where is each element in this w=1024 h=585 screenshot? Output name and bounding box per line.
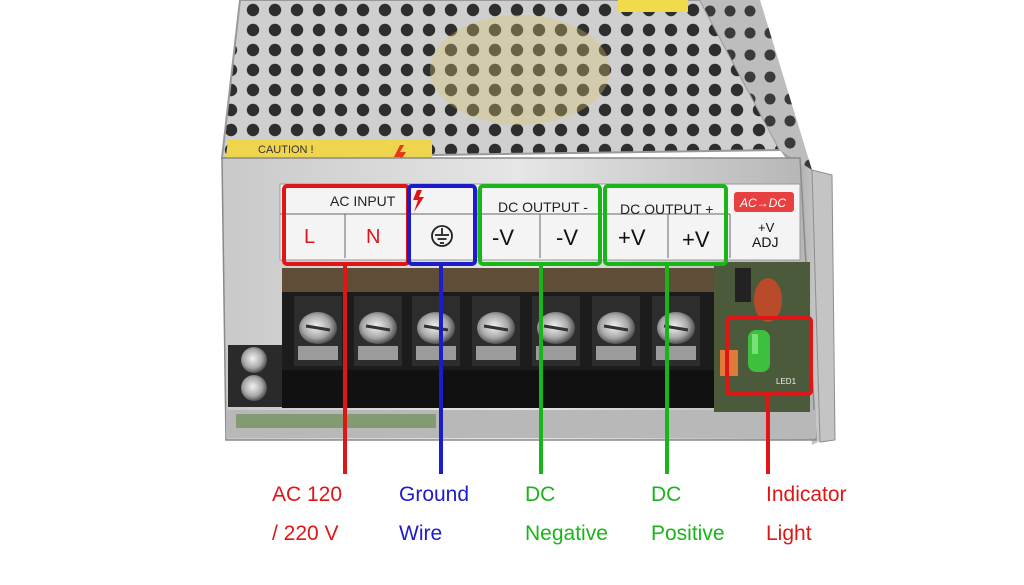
mounting-screw: [228, 345, 282, 407]
terminal-screws: [294, 296, 700, 366]
indicator-callout: Indicator Light: [766, 484, 847, 544]
terminal-screw[interactable]: [592, 296, 640, 366]
ac-callout-line2: / 220 V: [272, 522, 339, 545]
terminal-n: N: [366, 226, 380, 248]
terminal-screw[interactable]: [294, 296, 342, 366]
dc-positive-callout: DC Positive: [651, 484, 725, 544]
ac-dc-badge-text: AC→DC: [739, 196, 786, 210]
led-label: LED1: [776, 377, 797, 386]
lightning-icon: [413, 190, 424, 212]
caution-text: CAUTION !: [258, 144, 314, 156]
dc-negative-callout: DC Negative: [525, 484, 608, 544]
dc-negative-callout-line1: DC: [525, 483, 556, 506]
dc-positive-callout-line1: DC: [651, 483, 682, 506]
terminal-pos-2: +V: [682, 227, 710, 252]
ground-callout-line2: Wire: [399, 522, 443, 545]
terminal-screw[interactable]: [472, 296, 520, 366]
terminal-screw[interactable]: [354, 296, 402, 366]
ac-input-label: AC INPUT: [330, 193, 396, 209]
adj-top: +V: [758, 220, 775, 235]
top-sticker: [618, 0, 688, 12]
ground-callout: Ground Wire: [399, 484, 469, 544]
dc-output-neg-label: DC OUTPUT -: [498, 199, 588, 215]
indicator-led: LED1: [748, 330, 797, 386]
dc-positive-callout-line2: Positive: [651, 522, 725, 545]
terminal-l: L: [304, 226, 315, 248]
ac-dc-badge: [734, 192, 794, 212]
ac-callout-line1: AC 120: [272, 483, 343, 506]
terminal-label-panel: AC INPUT DC OUTPUT - DC OUTPUT + AC→DC L…: [279, 183, 801, 261]
dc-output-pos-label: DC OUTPUT +: [620, 201, 713, 217]
indicator-callout-line1: Indicator: [766, 483, 847, 506]
adj-bottom: ADJ: [752, 234, 778, 250]
indicator-callout-line2: Light: [766, 522, 812, 545]
terminal-neg-2: -V: [556, 225, 578, 250]
ac-callout: AC 120 / 220 V: [272, 484, 342, 544]
terminal-screw[interactable]: [652, 296, 700, 366]
dc-negative-callout-line2: Negative: [525, 522, 608, 545]
top-cover: [220, 0, 782, 160]
terminal-screw[interactable]: [412, 296, 460, 366]
ground-callout-line1: Ground: [399, 483, 470, 506]
terminal-pos-1: +V: [618, 225, 646, 250]
terminal-neg-1: -V: [492, 225, 514, 250]
earth-ground-icon: [431, 225, 453, 247]
